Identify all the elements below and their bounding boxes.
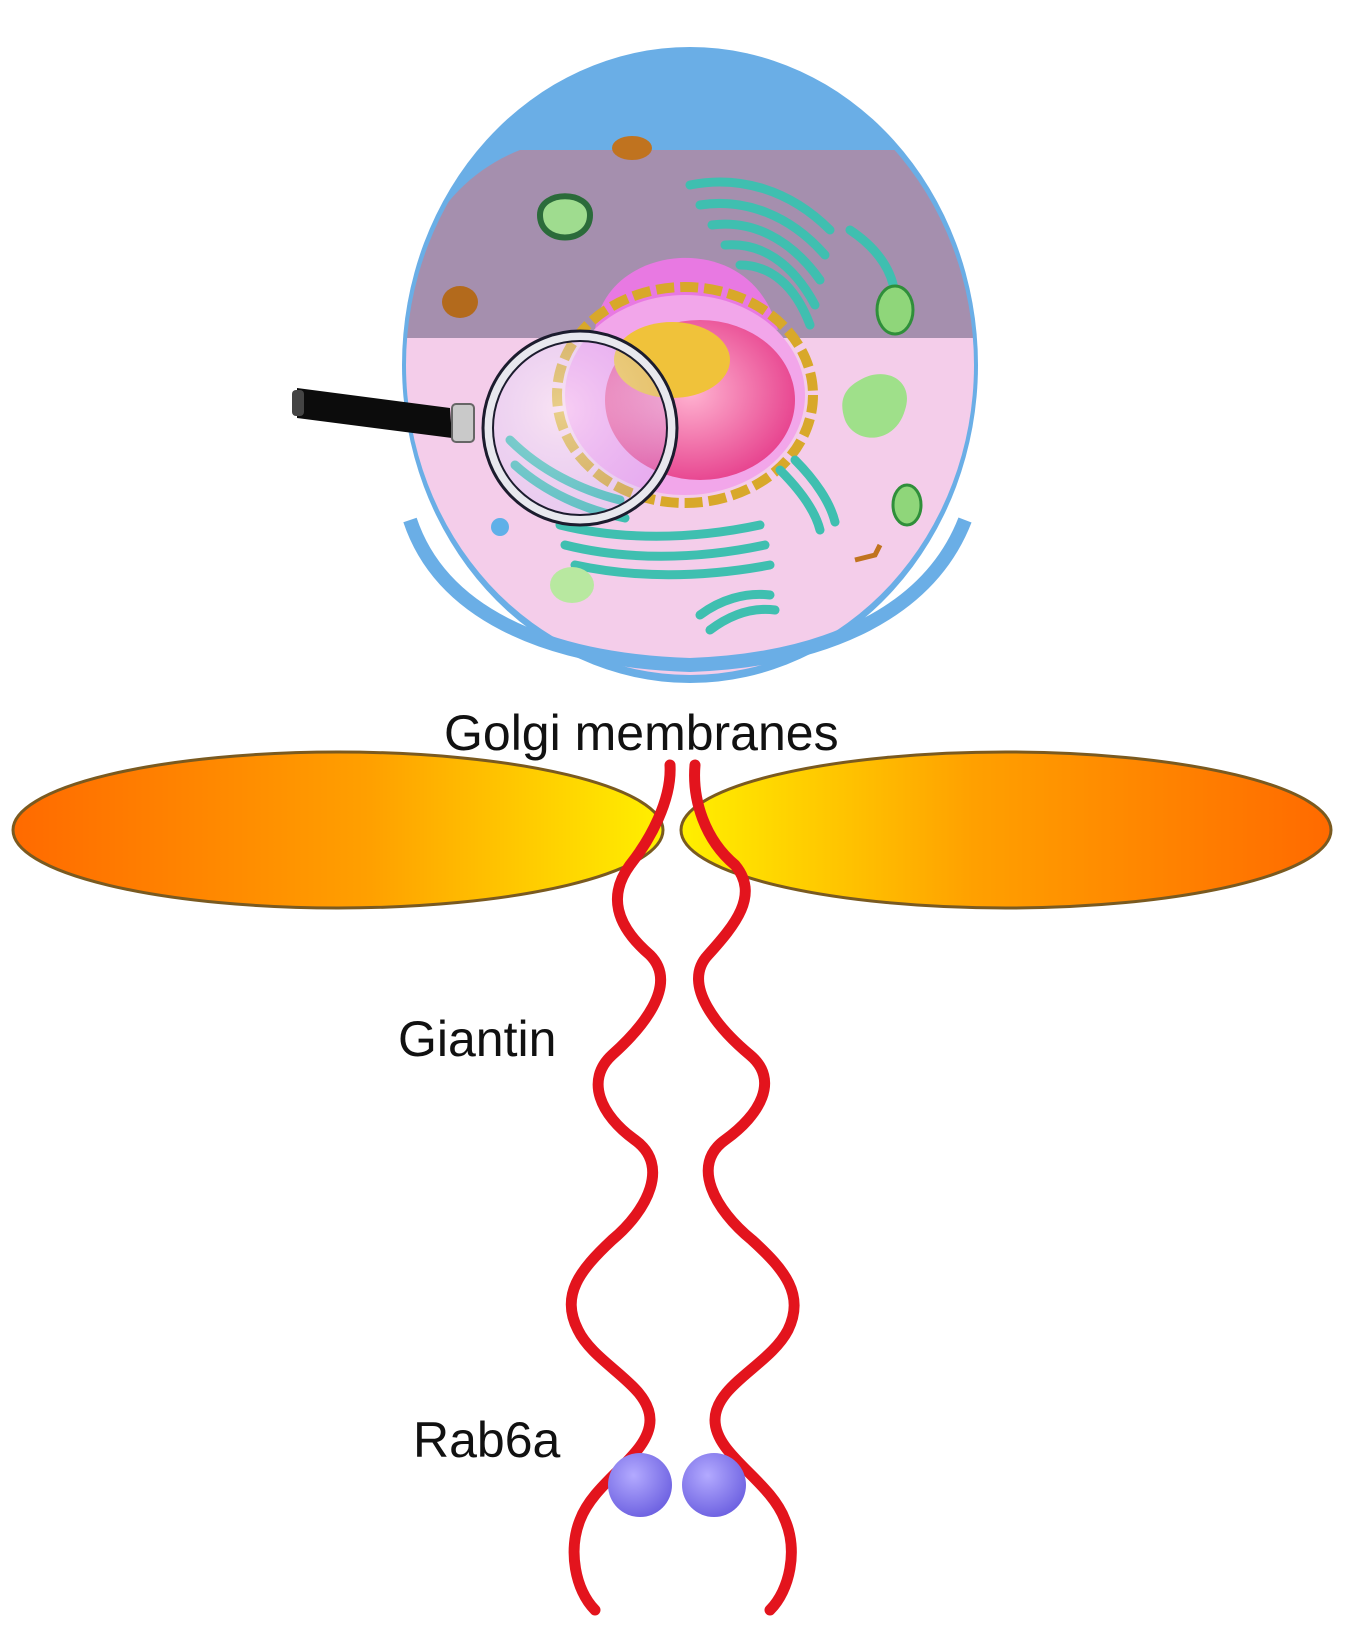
vacuole bbox=[536, 193, 594, 241]
vesicle bbox=[491, 518, 509, 536]
mitochondrion-small bbox=[891, 483, 923, 527]
giantin-strand-right bbox=[689, 759, 800, 1616]
mitochondrion-right bbox=[842, 374, 907, 438]
magnifying-glass-icon bbox=[292, 329, 679, 527]
golgi-membranes-label: Golgi membranes bbox=[444, 705, 839, 761]
lysosome-upper bbox=[612, 136, 652, 160]
giantin-label: Giantin bbox=[398, 1011, 557, 1067]
peroxisome bbox=[550, 567, 594, 603]
rab6a-label: Rab6a bbox=[413, 1412, 561, 1468]
mitochondrion-upper bbox=[875, 284, 915, 336]
animal-cell-icon bbox=[402, 47, 978, 683]
golgi-membrane-right bbox=[679, 750, 1333, 910]
lysosome-left bbox=[442, 286, 478, 318]
rab6a-protein-left bbox=[608, 1453, 672, 1517]
golgi-membrane-left bbox=[11, 750, 665, 910]
rab6a-protein-right bbox=[682, 1453, 746, 1517]
cytoplasm-upper bbox=[406, 150, 974, 340]
